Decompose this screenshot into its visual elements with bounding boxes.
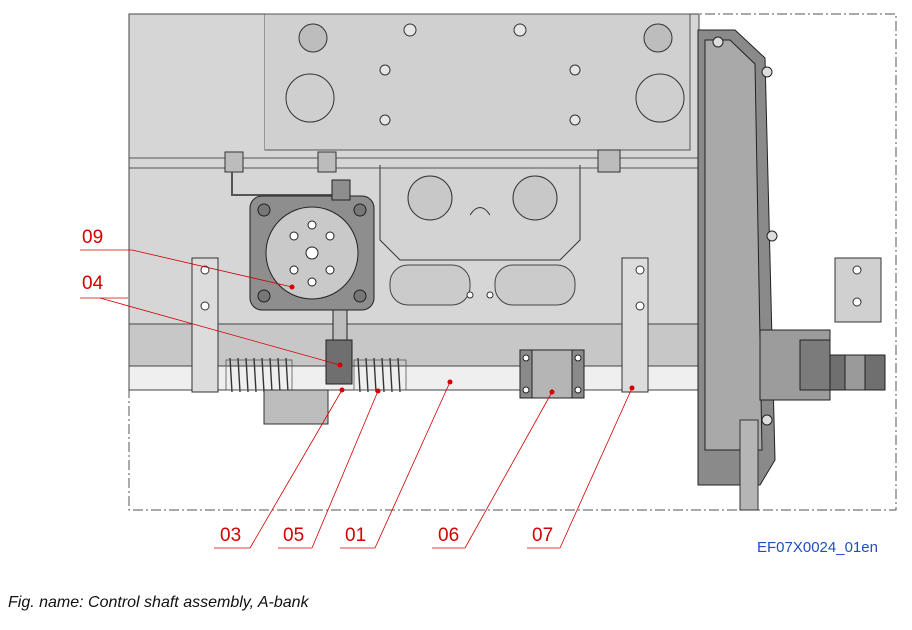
figure-reference-code: EF07X0024_01en [757, 539, 878, 556]
leader-lines [99, 249, 633, 549]
callout-09: 09 [82, 227, 104, 248]
callout-05: 05 [283, 525, 305, 546]
callout-underlines [80, 249, 560, 549]
callout-03: 03 [220, 525, 242, 546]
callout-01: 01 [345, 525, 367, 546]
left-bracket [191, 257, 219, 393]
control-shaft [128, 323, 700, 391]
figure-caption: Fig. name: Control shaft assembly, A-ban… [8, 594, 309, 611]
sensor-assembly [759, 257, 886, 401]
actuator-09 [249, 179, 375, 346]
spring-03 [225, 357, 293, 393]
bracket-07 [621, 257, 649, 393]
leader-dots [289, 284, 635, 395]
callout-04: 04 [82, 273, 104, 294]
callout-07: 07 [532, 525, 554, 546]
engine-block [128, 13, 700, 342]
right-housing [697, 29, 778, 511]
callout-06: 06 [438, 525, 460, 546]
